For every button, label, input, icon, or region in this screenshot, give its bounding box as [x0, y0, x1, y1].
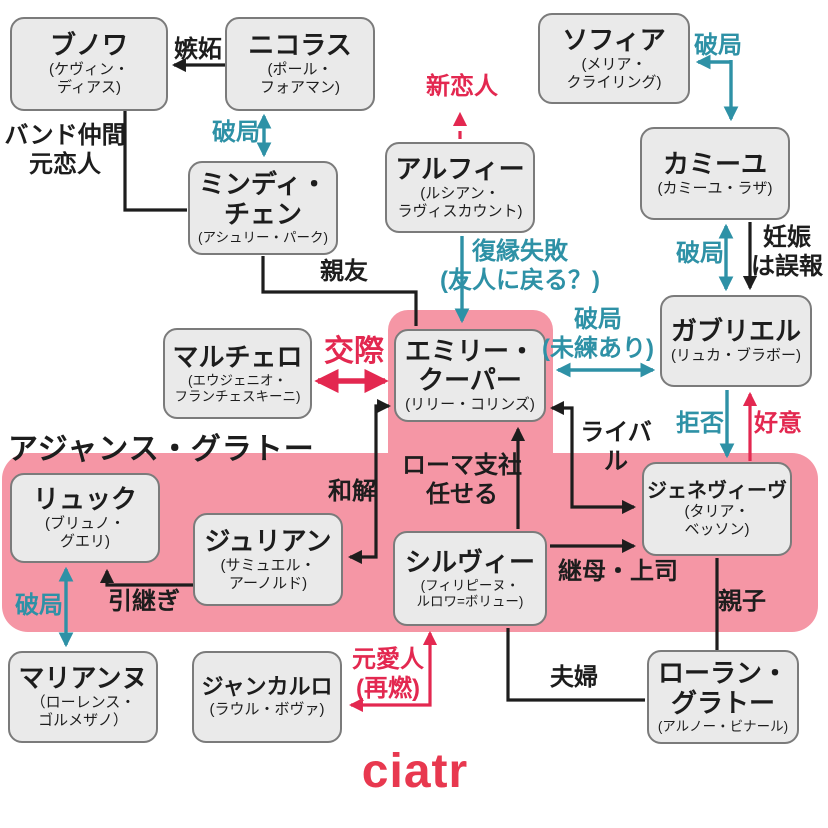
actor-name: （ローレンス・ ゴルメザノ）: [30, 694, 136, 730]
character-box-nicolas: ニコラス (ポール・ フォアマン): [225, 17, 375, 111]
actor-name: (メリア・ クライリング): [566, 55, 662, 91]
character-box-camille: カミーユ (カミーユ・ラザ): [640, 127, 790, 220]
character-name: ガブリエル: [670, 316, 801, 347]
character-box-laurent: ローラン・ グラトー (アルノー・ビナール): [647, 650, 799, 744]
relation-label-rejection: 拒否: [676, 410, 724, 437]
line-best-friends: [261, 256, 418, 326]
character-box-giancarlo: ジャンカルロ (ラウル・ボヴァ): [192, 651, 342, 743]
actor-name: (ポール・ フォアマン): [260, 61, 340, 97]
character-name: ジュリアン: [204, 525, 332, 556]
relation-label-reunion-failed: 復縁失敗 (友人に戻る？): [440, 238, 600, 294]
relation-label-bandmates: バンド仲間 元恋人: [4, 122, 126, 178]
character-box-genevieve: ジェネヴィーヴ (タリア・ ベッソン): [642, 462, 792, 556]
arrow-ex-lover: [348, 630, 438, 713]
arrow-reconciliation: [347, 398, 392, 565]
actor-name: (アシュリー・パーク): [198, 229, 328, 245]
character-box-luc: リュック (ブリュノ・ グエリ): [10, 473, 160, 563]
character-box-sofia: ソフィア (メリア・ クライリング): [538, 13, 690, 104]
character-name: ミンディ・ チェン: [198, 169, 328, 229]
relation-label-jealousy: 嫉妬: [174, 36, 222, 63]
relation-label-married-couple: 夫婦: [550, 664, 598, 691]
character-box-mindy: ミンディ・ チェン (アシュリー・パーク): [188, 161, 338, 255]
relation-label-breakup-sofia-camille: 破局: [694, 32, 742, 59]
relation-label-handover: 引継ぎ: [108, 588, 180, 615]
character-name: エミリー・ クーパー: [404, 336, 535, 396]
character-name: ブノワ: [49, 30, 128, 61]
relation-label-pregnancy: 妊娠 は誤報: [751, 224, 823, 280]
arrow-handover: [99, 568, 193, 587]
character-box-benoit: ブノワ (ケヴィン・ ディアス): [10, 17, 168, 111]
relation-label-breakup-camille-gabriel: 破局: [676, 240, 724, 267]
relation-label-dating: 交際: [324, 335, 384, 368]
character-name: マルチェロ: [172, 341, 303, 372]
character-box-marianne: マリアンヌ （ローレンス・ ゴルメザノ）: [8, 651, 158, 743]
actor-name: (リュカ・ブラボー): [671, 347, 801, 365]
character-box-marcello: マルチェロ (エウジェニオ・ フランチェスキーニ): [163, 328, 312, 419]
character-name: ニコラス: [248, 30, 352, 61]
character-name: カミーユ: [662, 148, 767, 179]
actor-name: (エウジェニオ・ フランチェスキーニ): [174, 372, 301, 404]
character-name: ローラン・ グラトー: [657, 658, 788, 718]
actor-name: (サミュエル・ アーノルド): [220, 556, 316, 592]
actor-name: (フィリピーヌ・ ルロワ=ボリュー): [416, 577, 524, 609]
relation-label-reconciliation: 和解: [328, 478, 376, 505]
relation-label-new-lover: 新恋人: [426, 73, 498, 100]
character-box-emily: エミリー・ クーパー (リリー・コリンズ): [394, 329, 546, 422]
relation-label-affection: 好意: [754, 410, 802, 437]
relation-label-stepmother-boss: 継母・上司: [558, 558, 678, 585]
character-name: リュック: [32, 484, 137, 515]
line-bandmates: [123, 111, 187, 212]
agency-title: アジャンス・グラトー: [8, 433, 315, 466]
character-box-alfie: アルフィー (ルシアン・ ラヴィスカウント): [385, 142, 535, 233]
arrow-rival: [549, 400, 637, 515]
character-box-sylvie: シルヴィー (フィリピーヌ・ ルロワ=ボリュー): [393, 531, 547, 626]
ciatr-logo: ciatr: [361, 745, 469, 798]
actor-name: (リリー・コリンズ): [405, 396, 535, 414]
character-box-julien: ジュリアン (サミュエル・ アーノルド): [193, 513, 343, 606]
actor-name: (ラウル・ボヴァ): [209, 700, 325, 718]
actor-name: (アルノー・ビナール): [657, 718, 789, 734]
character-name: ジェネヴィーヴ: [647, 479, 787, 502]
relation-label-breakup-emily-gabriel: 破局 (未練あり): [542, 306, 654, 362]
actor-name: (ブリュノ・ グエリ): [45, 515, 125, 551]
actor-name: (ルシアン・ ラヴィスカウント): [397, 184, 523, 220]
character-name: ソフィア: [562, 24, 666, 55]
relation-label-rival: ライバル: [580, 419, 652, 475]
character-box-gabriel: ガブリエル (リュカ・ブラボー): [660, 295, 812, 387]
character-name: アルフィー: [395, 153, 525, 184]
relation-label-breakup-luc-marianne: 破局: [15, 592, 63, 619]
character-name: ジャンカルロ: [201, 674, 333, 700]
actor-name: (カミーユ・ラザ): [657, 179, 773, 197]
character-name: マリアンヌ: [18, 663, 148, 694]
actor-name: (ケヴィン・ ディアス): [49, 61, 129, 97]
relation-label-breakup-nicolas-mindy: 破局: [212, 119, 260, 146]
character-name: シルヴィー: [404, 546, 535, 577]
relation-label-parent-child: 親子: [718, 588, 766, 615]
relation-label-rome-branch: ローマ支社 任せる: [402, 452, 522, 508]
line-married-couple: [506, 628, 645, 702]
relation-label-best-friends: 親友: [320, 258, 368, 285]
relation-label-ex-lover: 元愛人 (再燃): [352, 646, 424, 702]
actor-name: (タリア・ ベッソン): [684, 503, 750, 538]
